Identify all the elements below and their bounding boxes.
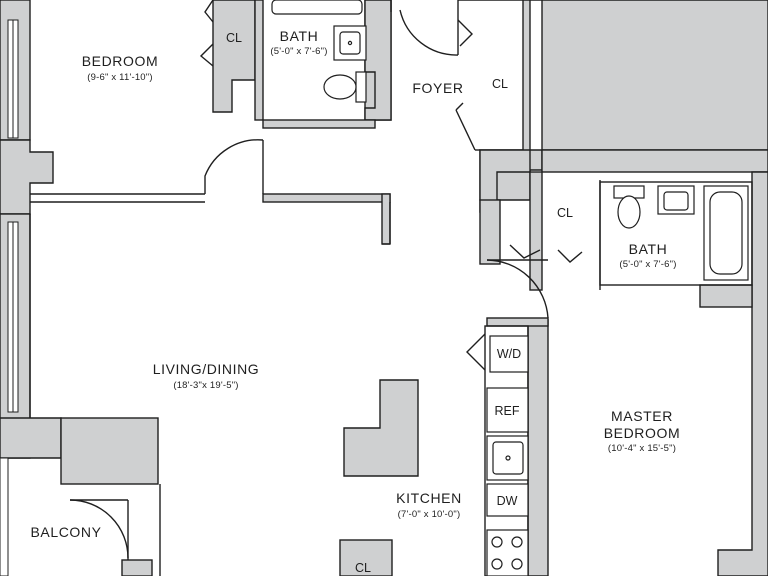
room-dims-bath-top: (5'-0" x 7'-6") [270,46,327,57]
door-wd [466,333,486,371]
door-master-closet [486,259,549,319]
room-label-bedroom: BEDROOM [82,53,159,69]
burner-1 [491,536,503,548]
bath-master-fixtures [599,181,753,286]
room-dims-bedroom: (9-6" x 11'-10") [87,72,152,83]
wall-kitchen-top [486,317,549,327]
room-label-kitchen: KITCHEN [396,490,462,506]
appliance-label-dw: DW [497,494,518,508]
sink-master-basin [663,191,689,211]
door-bedroom-closet-upper [204,0,214,23]
wall-master-corridor [529,171,543,291]
sink-top-drain [347,40,353,46]
room-label-foyer: FOYER [412,80,463,96]
door-master-closet-bifold-2 [557,249,583,263]
toilet-tank-top [355,71,367,103]
bathtub-master-inner [709,191,743,275]
room-label-balcony: BALCONY [30,524,101,540]
closet-label-master: CL [557,206,573,220]
bath-top-fixtures [271,0,367,103]
wall-bottom-left [121,559,153,576]
door-bedroom-closet-lower [199,43,214,67]
room-dims-master: (10'-4" x 15'-5") [608,443,676,454]
toilet-bowl-top [323,74,357,100]
room-label-bath-top: BATH [280,28,319,44]
wall-kitchen-spine [527,319,549,576]
interior-lines [29,102,480,576]
windows [0,19,19,576]
wall-master-top [541,149,768,173]
wd-box [489,335,529,373]
range [486,529,529,576]
wall-bedroom-partition [262,193,391,203]
wall-partition-stub [381,193,391,245]
door-master-closet-bifold [509,244,541,259]
door-bedroom [204,139,264,194]
wall-bath-master-right [699,284,753,308]
room-dims-bath-master: (5'-0" x 7'-6") [619,259,676,270]
burner-4 [511,558,523,570]
wall-bottom-closet [339,539,393,576]
wall-left-column [0,139,54,215]
burner-2 [511,536,523,548]
wall-foyer-low [262,119,376,129]
dw-box [486,483,529,517]
wall-living-column [343,379,419,477]
bathtub-top [271,0,363,15]
closet-label-foyer: CL [492,77,508,91]
door-foyer-closet [457,19,473,47]
wall-bath-top-right [364,0,392,121]
bath-master-room [599,181,753,286]
toilet-bowl-master [617,195,641,229]
door-balcony [69,499,129,559]
room-label-living-dining: LIVING/DINING [153,361,260,377]
wall-right-exterior [717,171,768,576]
wall-pier [60,417,159,485]
closet-label-bedroom: CL [226,31,242,45]
wall-bath-top-left [254,0,264,121]
wall-balcony-column [0,417,62,459]
room-label-bath-master: BATH [629,241,668,257]
burner-3 [491,558,503,570]
door-entry [399,9,459,56]
kitchen-sink-drain [505,455,511,461]
room-label-master-line2: BEDROOM [604,425,681,441]
window-balcony [0,457,9,576]
room-dims-living-dining: (18'-3"x 19'-5") [173,380,238,391]
closet-label-bottom: CL [355,561,371,575]
labels: BEDROOM (9-6" x 11'-10") CL BATH (5'-0" … [30,28,681,575]
ref-box [486,387,529,433]
wall-bedroom-bath [212,0,256,113]
appliance-label-ref: REF [495,404,520,418]
appliance-label-wd: W/D [497,347,521,361]
kitchen-fixtures [484,325,529,576]
room-label-master-line1: MASTER [611,408,673,424]
room-dims-kitchen: (7'-0" x 10'-0") [398,509,461,520]
wall-closet-shaft [479,199,501,265]
